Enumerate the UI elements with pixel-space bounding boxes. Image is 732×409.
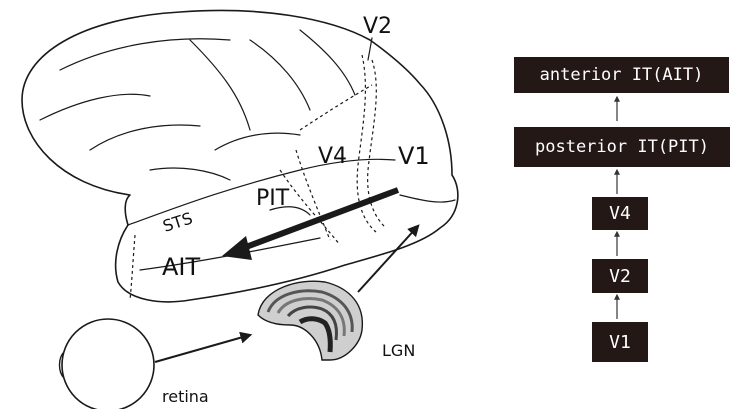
label-pit: PIT: [256, 186, 290, 211]
ventral-stream-arrowhead: [222, 236, 252, 260]
retina-eye: [60, 319, 155, 409]
brain-sulcus: [190, 40, 250, 130]
brain-sulcus: [90, 125, 200, 150]
label-v2: V2: [363, 14, 392, 39]
label-sts: STS: [160, 208, 194, 235]
label-v1: V1: [398, 142, 430, 170]
retina-to-lgn-arrow: [155, 335, 250, 362]
box-v1: V1: [592, 322, 648, 362]
occipital-fold: [400, 195, 455, 202]
v2-pointer-line: [368, 38, 372, 60]
label-retina: retina: [162, 387, 209, 406]
label-lgn: LGN: [382, 341, 415, 360]
brain-sulcus: [150, 168, 230, 180]
box-v2: V2: [592, 259, 648, 293]
label-v4: V4: [318, 144, 347, 169]
brain-sulcus: [215, 133, 300, 150]
brain-sulcus: [250, 40, 310, 110]
ait-boundary-dashed: [130, 235, 135, 300]
box-posterior-it: posterior IT(PIT): [514, 127, 730, 167]
box-v4: V4: [592, 197, 648, 230]
lgn-structure: [258, 281, 362, 360]
label-ait: AIT: [162, 253, 200, 281]
brain-sulcus: [300, 30, 355, 95]
brain-sulcus: [40, 94, 150, 120]
upper-boundary-dashed: [300, 85, 372, 130]
box-anterior-it: anterior IT(AIT): [514, 57, 729, 93]
